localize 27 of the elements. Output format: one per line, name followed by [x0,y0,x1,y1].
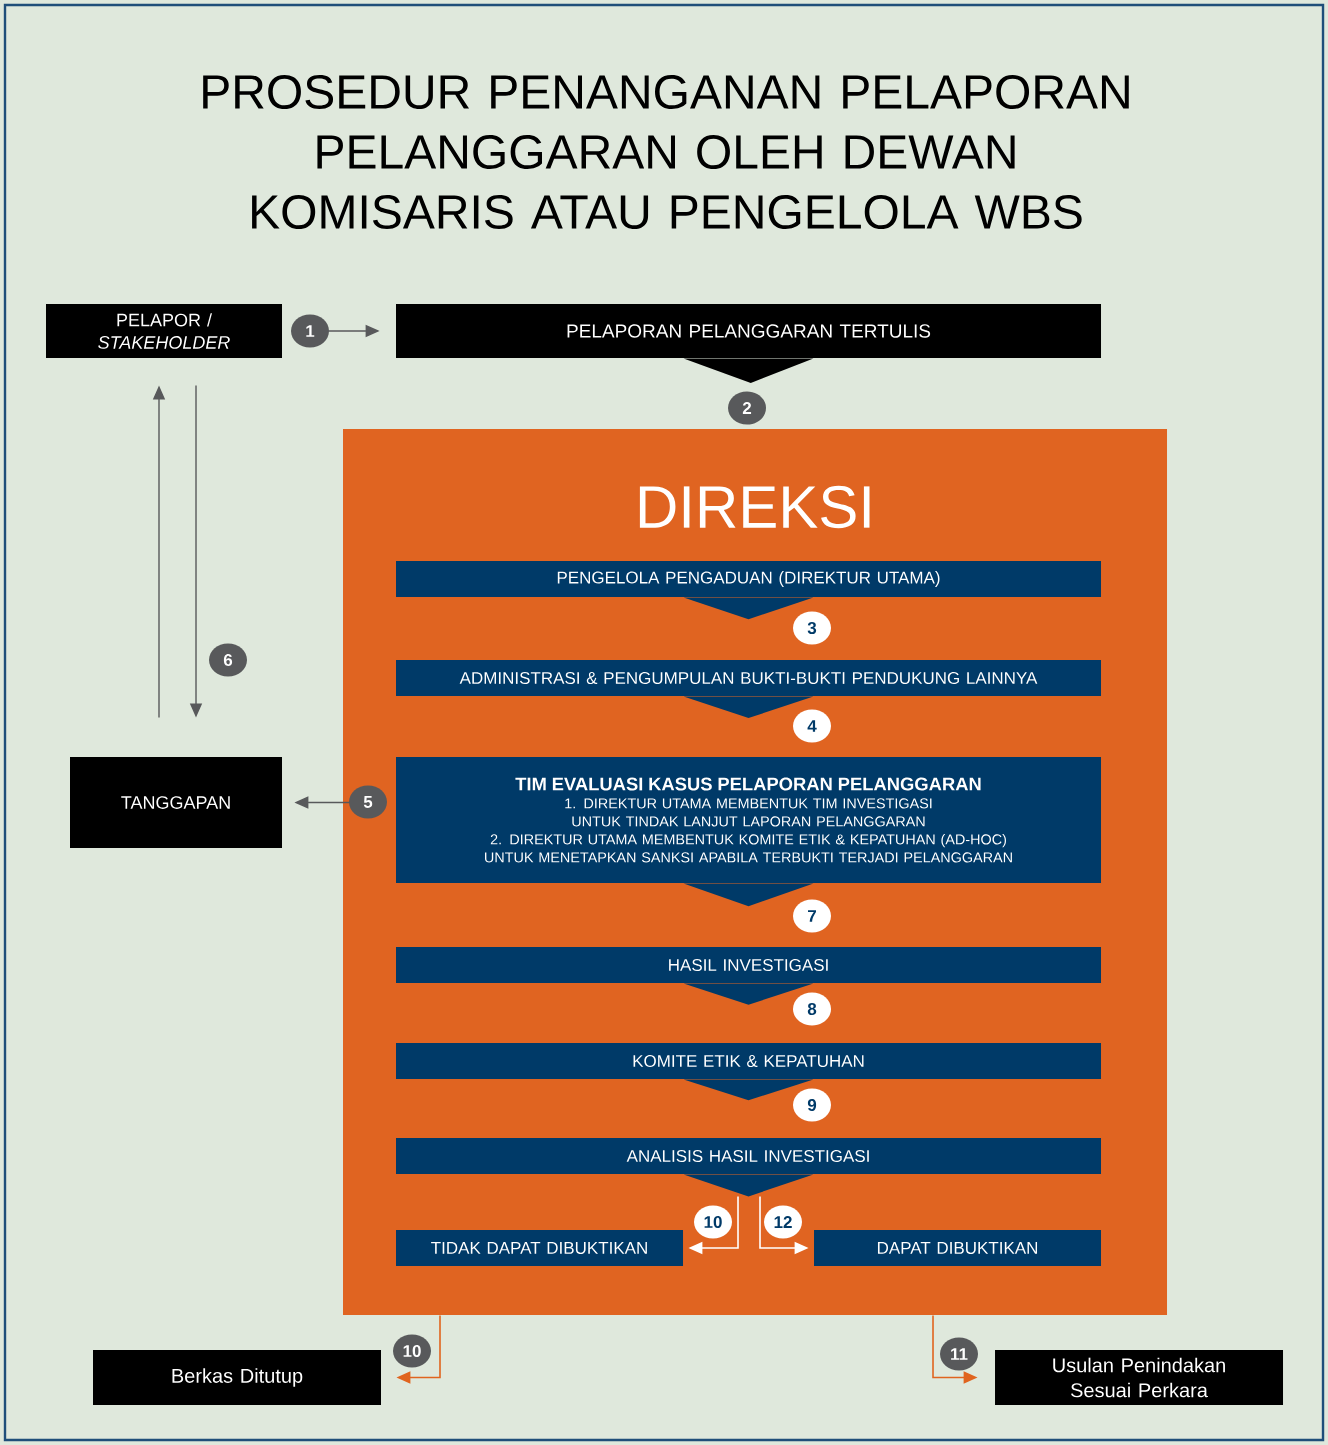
pointer [683,983,814,1005]
pointer [683,696,814,719]
process-box: TIDAK DAPAT DIBUKTIKAN [396,1230,683,1266]
pointer [683,358,814,383]
pointer [683,1079,814,1101]
step-number: 10 [694,1205,732,1239]
actor-box: TANGGAPAN [70,757,282,848]
step-number: 11 [940,1337,978,1371]
step-number: 8 [793,992,831,1026]
pointer [683,597,814,620]
step-number: 1 [291,314,329,348]
step-number: 3 [793,611,831,645]
title: PROSEDUR PENANGANAN PELAPORAN PELANGGARAN OLEH DEWAN KOMISARIS ATAU PENGELOLA WBS [203,75,1129,229]
step-number: 7 [793,899,831,933]
step-number: 2 [728,391,766,425]
actor-box: Berkas Ditutup [93,1350,381,1405]
actor-box: PELAPOR / STAKEHOLDER [46,304,282,358]
step-number: 4 [793,709,831,743]
process-box: DAPAT DIBUKTIKAN [814,1230,1101,1266]
step-number: 5 [349,785,387,819]
step-number: 10 [393,1334,431,1368]
step-number: 12 [764,1205,802,1239]
pointer [683,1174,814,1197]
step-number: 9 [793,1088,831,1122]
step-number: 6 [209,643,247,677]
pointer [683,883,814,907]
actor-box: Usulan Penindakan Sesuai Perkara [995,1350,1283,1405]
